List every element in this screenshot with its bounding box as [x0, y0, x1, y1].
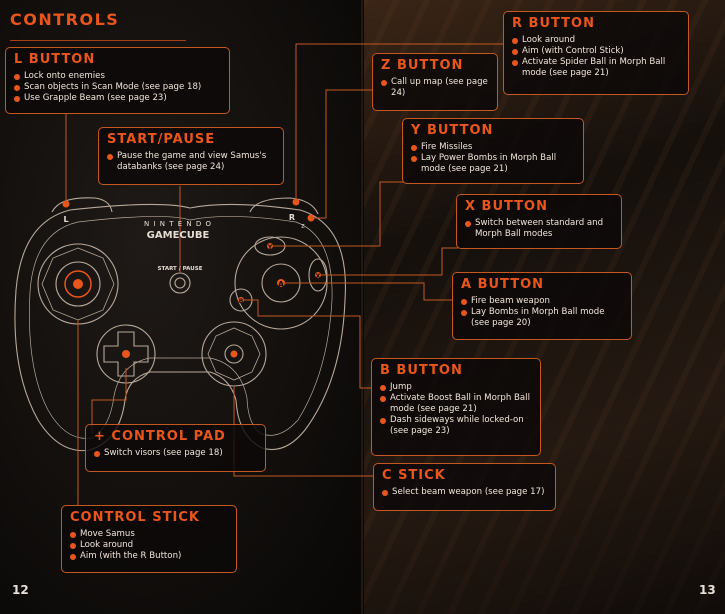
start-pause-item: Pause the game and view Samus's databank…	[107, 151, 275, 173]
start-button-outline	[169, 272, 191, 294]
c-stick-title: C STICK	[382, 468, 446, 483]
y-button-item: Fire Missiles	[411, 142, 575, 153]
heading-rule	[10, 40, 186, 41]
l-button-title: L BUTTON	[14, 52, 96, 67]
page-number-left: 12	[12, 583, 29, 597]
x-button-list: Switch between standard and Morph Ball m…	[465, 218, 613, 240]
a-button-leader	[281, 282, 453, 301]
control-pad-item: Switch visors (see page 18)	[94, 448, 257, 459]
y-button-box: Y BUTTON Fire Missiles Lay Power Bombs i…	[402, 118, 584, 184]
control-stick-title: CONTROL STICK	[70, 510, 200, 525]
x-label-text: X	[316, 273, 321, 280]
c-stick-box: C STICK Select beam weapon (see page 17)	[373, 463, 556, 511]
a-button-title: A BUTTON	[461, 277, 545, 292]
z-button-box: Z BUTTON Call up map (see page 24)	[372, 53, 498, 111]
b-button-title: B BUTTON	[380, 363, 463, 378]
x-button-leader	[318, 247, 458, 276]
start-label-text: START / PAUSE	[158, 266, 203, 272]
control-stick-box: CONTROL STICK Move Samus Look around Aim…	[61, 505, 237, 573]
controller-inner-outline	[29, 216, 333, 439]
control-pad-title: + CONTROL PAD	[94, 429, 226, 444]
control-stick-item: Look around	[70, 540, 228, 551]
l-button-list: Lock onto enemies Scan objects in Scan M…	[14, 71, 221, 104]
z-button-leader	[311, 89, 375, 219]
page-heading: CONTROLS	[10, 10, 120, 29]
z-button-list: Call up map (see page 24)	[381, 77, 489, 99]
y-button-title: Y BUTTON	[411, 123, 494, 138]
a-button-item: Lay Bombs in Morph Ball mode (see page 2…	[461, 307, 623, 329]
control-pad-box: + CONTROL PAD Switch visors (see page 18…	[85, 424, 266, 472]
r-button-box: R BUTTON Look around Aim (with Control S…	[503, 11, 689, 95]
y-label-text: Y	[267, 244, 273, 251]
r-button-leader	[295, 43, 504, 202]
a-button-item: Fire beam weapon	[461, 296, 623, 307]
page-number-right: 13	[699, 583, 716, 597]
c-stick-item: Select beam weapon (see page 17)	[382, 487, 547, 498]
b-button-list: Jump Activate Boost Ball in Morph Ball m…	[380, 382, 532, 437]
page-gutter	[360, 0, 364, 614]
r-button-title: R BUTTON	[512, 16, 595, 31]
start-pause-box: START/PAUSE Pause the game and view Samu…	[98, 127, 284, 185]
x-button-box: X BUTTON Switch between standard and Mor…	[456, 194, 622, 249]
x-button-item: Switch between standard and Morph Ball m…	[465, 218, 613, 240]
a-button-list: Fire beam weapon Lay Bombs in Morph Ball…	[461, 296, 623, 329]
y-button-leader	[270, 181, 404, 247]
b-button-leader	[241, 299, 372, 389]
control-stick-dot	[73, 279, 83, 289]
c-stick-outline	[224, 344, 244, 364]
control-pad-outline	[103, 331, 149, 377]
l-button-item: Lock onto enemies	[14, 71, 221, 82]
z-label-text: Z	[301, 224, 305, 230]
b-button-item: Activate Boost Ball in Morph Ball mode (…	[380, 393, 532, 415]
brand-nintendo-text: N I N T E N D O	[144, 220, 212, 228]
control-stick-list: Move Samus Look around Aim (with the R B…	[70, 529, 228, 562]
c-stick-dot	[230, 350, 238, 358]
control-pad-leader	[91, 368, 127, 434]
control-pad-list: Switch visors (see page 18)	[94, 448, 257, 459]
b-button-item: Jump	[380, 382, 532, 393]
r-button-item: Aim (with Control Stick)	[512, 46, 680, 57]
r-button-item: Activate Spider Ball in Morph Ball mode …	[512, 57, 680, 79]
start-pause-title: START/PAUSE	[107, 132, 216, 147]
b-button-box: B BUTTON Jump Activate Boost Ball in Mor…	[371, 358, 541, 456]
c-stick-list: Select beam weapon (see page 17)	[382, 487, 547, 498]
r-button-item: Look around	[512, 35, 680, 46]
z-button-title: Z BUTTON	[381, 58, 464, 73]
b-label-text: B	[239, 298, 244, 305]
l-button-item: Use Grapple Beam (see page 23)	[14, 93, 221, 104]
control-stick-item: Move Samus	[70, 529, 228, 540]
x-button-title: X BUTTON	[465, 199, 548, 214]
y-button-item: Lay Power Bombs in Morph Ball mode (see …	[411, 153, 575, 175]
l-label-text: L	[63, 215, 68, 224]
l-trigger-outline	[51, 197, 113, 213]
l-button-item: Scan objects in Scan Mode (see page 18)	[14, 82, 221, 93]
b-button-item: Dash sideways while locked-on (see page …	[380, 415, 532, 437]
controller-body-outline	[14, 203, 347, 452]
start-pause-list: Pause the game and view Samus's databank…	[107, 151, 275, 173]
a-label-text: A	[278, 280, 285, 289]
r-button-list: Look around Aim (with Control Stick) Act…	[512, 35, 680, 79]
control-pad-dot	[122, 350, 130, 358]
y-button-list: Fire Missiles Lay Power Bombs in Morph B…	[411, 142, 575, 175]
brand-gamecube-text: GAMECUBE	[147, 230, 210, 241]
z-button-item: Call up map (see page 24)	[381, 77, 489, 99]
control-stick-item: Aim (with the R Button)	[70, 551, 228, 562]
r-label-text: R	[289, 213, 295, 222]
l-button-box: L BUTTON Lock onto enemies Scan objects …	[5, 47, 230, 114]
a-button-box: A BUTTON Fire beam weapon Lay Bombs in M…	[452, 272, 632, 340]
